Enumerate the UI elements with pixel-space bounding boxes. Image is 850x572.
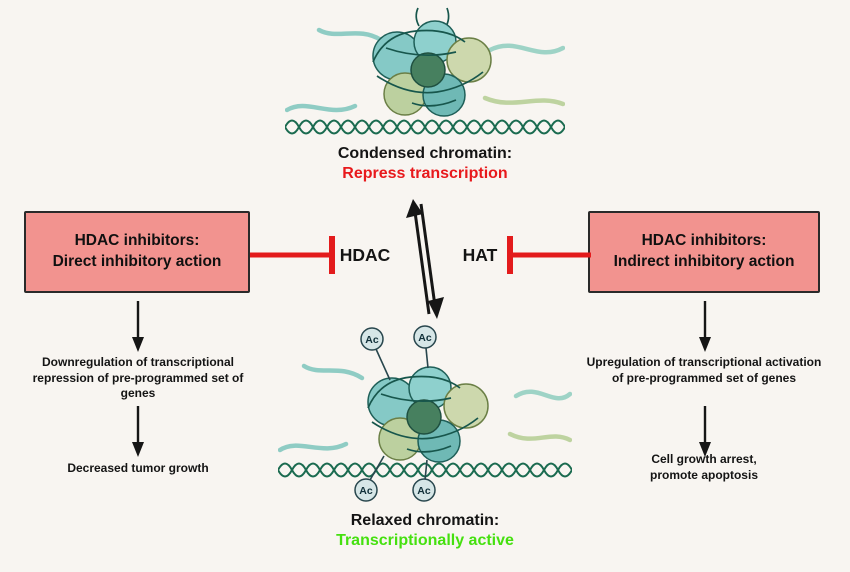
left-down-arrow-1 (132, 301, 144, 352)
acetyl-badge-2: Ac (413, 325, 437, 369)
chromatin-tails (278, 363, 572, 453)
hdac-label: HDAC (339, 245, 391, 265)
repress-transcription-label: Repress transcription (342, 165, 508, 182)
relaxed-chromatin-illustration: Ac Ac Ac Ac (278, 325, 572, 502)
acetyl-badge-1: Ac (360, 327, 391, 381)
dna-wrap-strands (372, 29, 484, 107)
hdac-inhibitors-indirect-line1: HDAC inhibitors: (641, 232, 767, 250)
hdac-inhibitors-direct-box: HDAC inhibitors: Direct inhibitory actio… (24, 211, 250, 293)
hdac-inhibitors-direct-line2: Direct inhibitory action (52, 253, 222, 270)
condensed-chromatin-illustration (285, 7, 565, 135)
inhibition-bar-left (250, 236, 335, 274)
right-step2-text: Cell growth arrest, promote apoptosis (649, 452, 758, 482)
dna-wrap-strands (367, 375, 479, 453)
left-down-arrow-2 (132, 406, 144, 457)
acetyl-badge-4: Ac (412, 459, 436, 502)
relaxed-chromatin-title: Relaxed chromatin: (350, 512, 500, 529)
hdac-inhibitors-direct-line1: HDAC inhibitors: (74, 232, 200, 250)
chromatin-tails (285, 27, 565, 113)
right-step1-text: Upregulation of transcriptional activati… (586, 355, 822, 385)
hdac-inhibitors-indirect-line2: Indirect inhibitory action (613, 253, 795, 270)
right-down-arrow-1 (699, 301, 711, 352)
acetyl-label: Ac (417, 485, 431, 497)
left-step1-text: Downregulation of transcriptional repres… (32, 355, 244, 401)
acetyl-label: Ac (359, 485, 373, 497)
right-down-arrow-2 (699, 406, 711, 457)
transcriptionally-active-label: Transcriptionally active (336, 532, 514, 549)
equilibrium-arrows (406, 199, 444, 319)
histone-circles (372, 20, 492, 117)
acetyl-label: Ac (418, 332, 432, 344)
hdac-inhibitors-indirect-box: HDAC inhibitors: Indirect inhibitory act… (588, 211, 820, 293)
dna-helix (285, 119, 565, 135)
hat-label: HAT (462, 245, 498, 265)
left-step2-text: Decreased tumor growth (67, 461, 209, 475)
inhibition-bar-right (507, 236, 591, 274)
acetyl-label: Ac (365, 334, 379, 346)
condensed-chromatin-title: Condensed chromatin: (337, 145, 513, 162)
acetyl-badge-3: Ac (354, 455, 385, 502)
histone-circles (367, 366, 489, 463)
